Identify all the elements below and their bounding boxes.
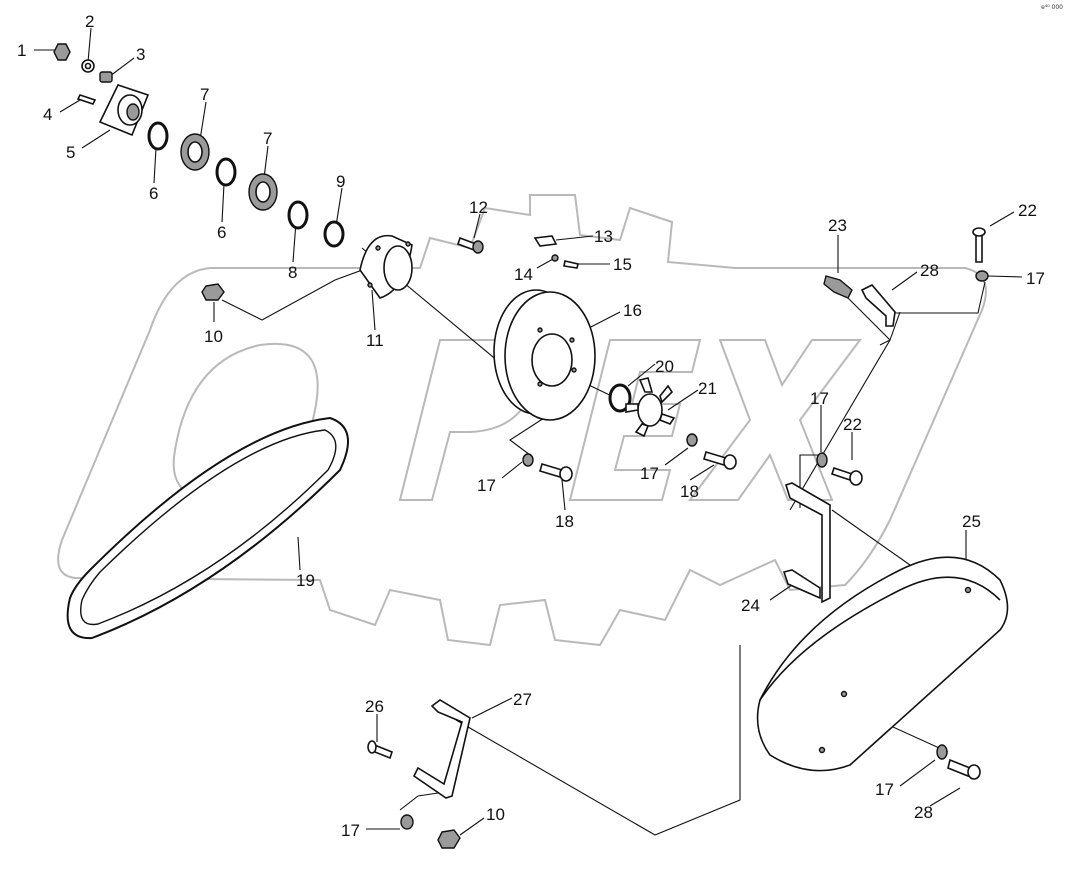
bracket-part-27 [412,699,471,799]
part-label-27: 27 [513,690,532,709]
part-label-23: 23 [828,216,847,235]
leader-lines [34,27,1023,836]
watermark-e-letter [568,339,702,501]
key-part-4 [76,94,97,105]
part-label-14: 14 [514,265,533,284]
part-label-18: 18 [555,512,574,531]
nut-part-1 [53,43,71,61]
fan-part-21 [625,377,676,438]
bolt-part-22b [830,466,854,482]
part-label-16: 16 [623,301,642,320]
part-label-3: 3 [136,45,145,64]
ring-part-8 [287,200,309,230]
part-label-8: 8 [288,263,297,282]
washer-part-17b [686,433,698,447]
part-label-5: 5 [66,143,75,162]
part-label-22: 22 [843,415,862,434]
part-number-labels: 1 2 3 4 5 6 7 6 7 8 9 10 11 12 13 14 15 … [17,12,1045,840]
belt-cover-part-25 [756,556,1009,772]
watermark-x-letter [688,339,862,501]
screw-part-15 [563,260,579,269]
bolt-part-28b [947,758,971,778]
belt-part-19 [66,416,349,640]
part-label-7: 7 [200,85,209,104]
washer-part-14 [551,254,559,262]
clip-part-13 [533,235,558,247]
part-label-17: 17 [477,476,496,495]
bracket-part-24 [785,482,831,604]
ring-part-20 [608,383,632,413]
part-label-17: 17 [640,464,659,483]
part-label-22: 22 [1018,201,1037,220]
spacer-part-3 [99,71,113,83]
part-label-25: 25 [962,512,981,531]
part-label-12: 12 [469,198,488,217]
part-label-9: 9 [336,172,345,191]
washer-part-17c [975,270,989,282]
part-label-20: 20 [655,357,674,376]
bolt-part-18a [539,463,563,478]
fitting-part-23 [823,275,853,299]
ring-part-6a [147,121,169,151]
part-label-19: 19 [296,571,315,590]
part-label-28: 28 [914,803,933,822]
part-label-10: 10 [204,327,223,346]
part-label-15: 15 [613,255,632,274]
part-label-4: 4 [43,105,52,124]
part-label-28: 28 [920,261,939,280]
part-label-21: 21 [698,379,717,398]
bolt-part-18b [703,451,727,466]
washer-part-17d [816,452,828,468]
part-shapes [53,43,1009,849]
part-label-7: 7 [263,129,272,148]
part-label-17: 17 [341,821,360,840]
part-label-17: 17 [810,389,829,408]
ring-part-6b [215,157,237,187]
ring-part-9 [323,220,345,248]
corner-code: e⁴⁰ 000 [1041,4,1063,11]
part-label-18: 18 [680,482,699,501]
part-label-1: 1 [17,41,26,60]
nut-part-10a [201,283,225,301]
washer-part-17e [400,814,414,830]
part-label-17: 17 [875,780,894,799]
part-label-17: 17 [1026,269,1045,288]
part-label-11: 11 [366,331,384,350]
part-label-26: 26 [365,697,384,716]
part-label-2: 2 [85,12,94,31]
washer-part-17a [522,453,534,467]
nut-part-10b [437,829,461,849]
part-label-6: 6 [217,223,226,242]
part-label-13: 13 [594,227,613,246]
bracket-part-28a [860,284,896,327]
part-label-6: 6 [149,184,158,203]
washer-part-17f [936,744,948,760]
part-label-24: 24 [741,596,760,615]
part-label-10: 10 [486,805,505,824]
